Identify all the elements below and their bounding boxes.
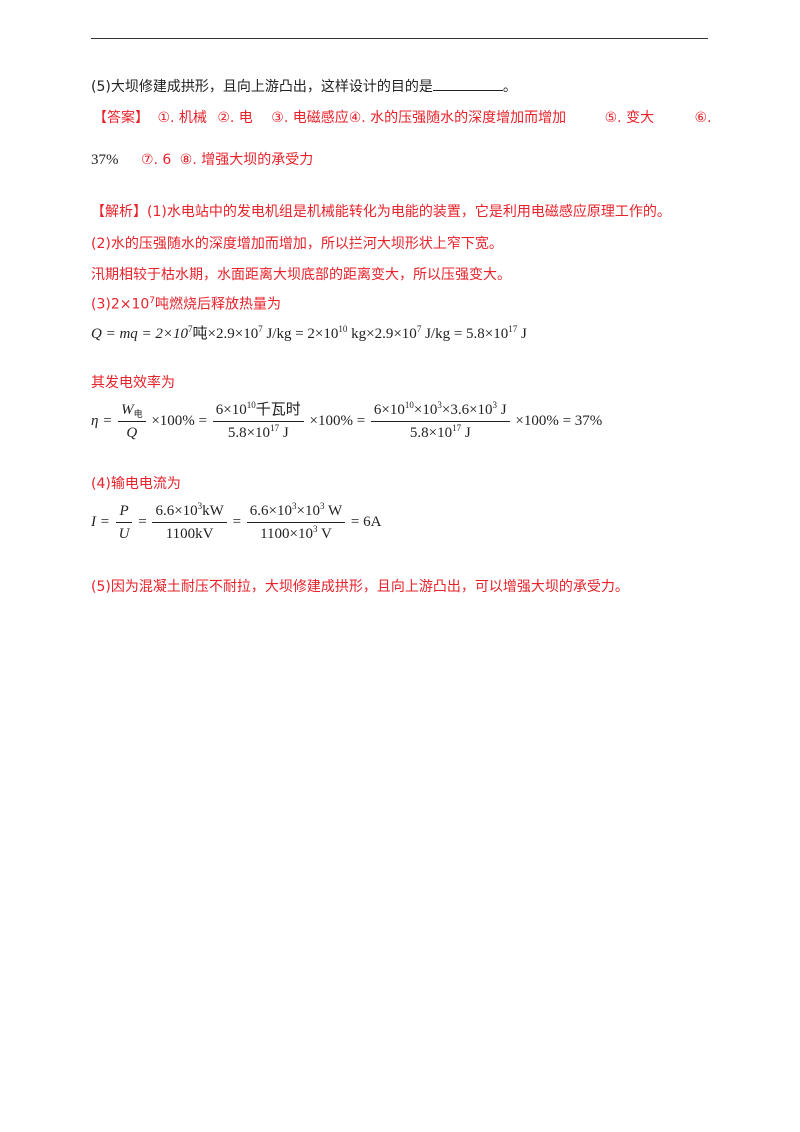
header-rule bbox=[91, 38, 708, 39]
analysis-4: (4)输电电流为 bbox=[91, 476, 181, 492]
answer-tag: 【答案】 bbox=[93, 110, 149, 126]
analysis-2: (2)水的压强随水的深度增加而增加，所以拦河大坝形状上窄下宽。 bbox=[91, 236, 503, 252]
answer-6: ⑥. bbox=[694, 110, 712, 126]
question-number: (5) bbox=[91, 79, 111, 95]
answer-6-value: 37% bbox=[91, 152, 119, 168]
analysis-1: 【解析】(1)水电站中的发电机组是机械能转化为电能的装置，它是利用电磁感应原理工… bbox=[91, 204, 671, 220]
heat-equation: Q = mq = 2×107吨×2.9×107 J/kg = 2×1010 kg… bbox=[91, 324, 527, 343]
efficiency-equation: η = W电 Q ×100% = 6×1010千瓦时 5.8×1017 J ×1… bbox=[91, 400, 603, 442]
analysis-3: (3)2×107吨燃烧后释放热量为 bbox=[91, 296, 282, 313]
fraction-w-v: 6.6×103×103 W 1100×103 V bbox=[246, 502, 346, 543]
analysis-5: (5)因为混凝土耐压不耐拉，大坝修建成拱形，且向上游凸出，可以增强大坝的承受力。 bbox=[91, 579, 629, 595]
current-equation: I = P U = 6.6×103kW 1100kV = 6.6×103×103… bbox=[91, 501, 382, 543]
answer-1: ①. 机械 bbox=[157, 110, 207, 126]
answer-line: 【答案】 ①. 机械 ②. 电 ③. 电磁感应④. 水的压强随水的深度增加而增加… bbox=[93, 109, 712, 127]
answer-line-2: 37% ⑦. 6 ⑧. 增强大坝的承受力 bbox=[91, 151, 313, 169]
answer-8: ⑧. 增强大坝的承受力 bbox=[179, 152, 314, 168]
answer-5: ⑤. 变大 bbox=[604, 110, 655, 126]
answer-7: ⑦. 6 bbox=[140, 152, 172, 168]
answer-4: ④. 水的压强随水的深度增加而增加 bbox=[348, 110, 567, 126]
answer-2: ②. 电 bbox=[217, 110, 253, 126]
answer-3: ③. 电磁感应 bbox=[271, 110, 349, 126]
fraction-w-over-q: W电 Q bbox=[118, 401, 146, 442]
analysis-2b: 汛期相较于枯水期，水面距离大坝底部的距离变大，所以压强变大。 bbox=[91, 267, 511, 283]
fraction-kw-kv: 6.6×103kW 1100kV bbox=[152, 502, 227, 543]
fraction-p-over-u: P U bbox=[115, 502, 133, 543]
question-text: 大坝修建成拱形，且向上游凸出，这样设计的目的是 bbox=[110, 79, 433, 95]
fraction-joules: 6×1010×103×3.6×103 J 5.8×1017 J bbox=[370, 401, 510, 442]
question-5: (5)大坝修建成拱形，且向上游凸出，这样设计的目的是。 bbox=[91, 78, 517, 95]
analysis-tag: 【解析】 bbox=[91, 204, 147, 220]
answer-blank bbox=[432, 78, 503, 91]
efficiency-intro: 其发电效率为 bbox=[91, 375, 175, 391]
fraction-energy: 6×1010千瓦时 5.8×1017 J bbox=[212, 401, 304, 442]
